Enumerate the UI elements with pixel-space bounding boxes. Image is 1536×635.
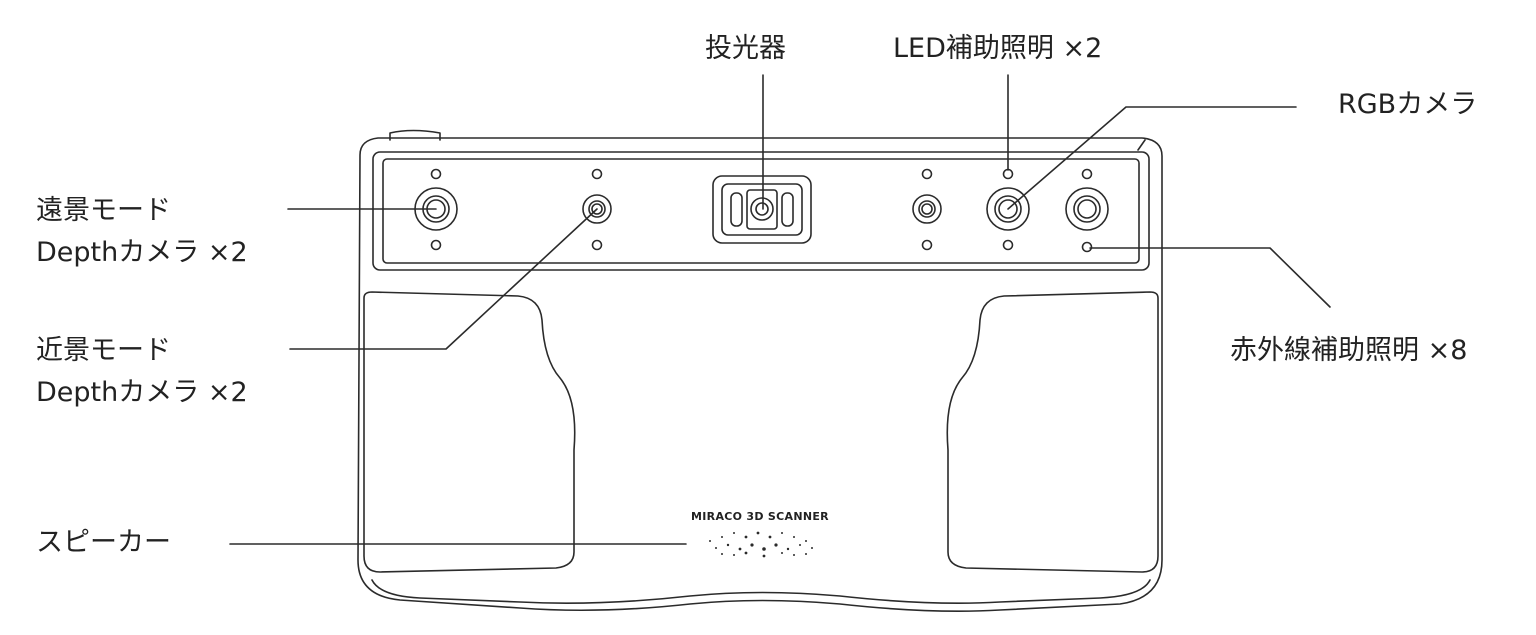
bottom-edge-detail <box>371 579 1151 604</box>
far-depth-camera-right <box>1065 187 1109 231</box>
label-near-mode: 近景モード Depthカメラ ×2 <box>36 330 248 414</box>
label-far-mode-line2: Depthカメラ ×2 <box>36 236 248 268</box>
label-led: LED補助照明 ×2 <box>893 33 1103 64</box>
label-speaker: スピーカー <box>36 527 171 558</box>
device-body-outline <box>357 137 1163 612</box>
label-projector: 投光器 <box>705 33 786 64</box>
label-near-mode-line2: Depthカメラ ×2 <box>36 376 248 408</box>
rgb-camera-lens <box>986 187 1030 231</box>
top-button <box>389 129 441 141</box>
near-depth-camera-right <box>912 194 942 224</box>
sensor-panel-outer <box>372 151 1150 271</box>
left-grip <box>363 291 576 573</box>
brand-text: MIRACO 3D SCANNER <box>691 510 829 523</box>
leader-line-near-depth <box>289 208 598 350</box>
leader-line-infrared <box>1089 247 1331 308</box>
label-infrared: 赤外線補助照明 ×8 <box>1230 335 1468 366</box>
label-near-mode-line1: 近景モード <box>36 335 171 366</box>
label-far-mode-line1: 遠景モード <box>36 195 171 226</box>
ir-illuminators <box>430 168 1093 253</box>
sensor-panel-inner <box>382 158 1140 264</box>
speaker-grille <box>709 531 813 558</box>
right-grip <box>946 291 1159 573</box>
leader-line-rgb <box>1007 106 1297 210</box>
label-far-mode: 遠景モード Depthカメラ ×2 <box>36 190 248 274</box>
label-rgb-camera: RGBカメラ <box>1338 89 1478 120</box>
near-depth-camera-left <box>582 194 612 224</box>
top-bevel <box>1137 139 1146 151</box>
projector-module <box>712 175 812 244</box>
